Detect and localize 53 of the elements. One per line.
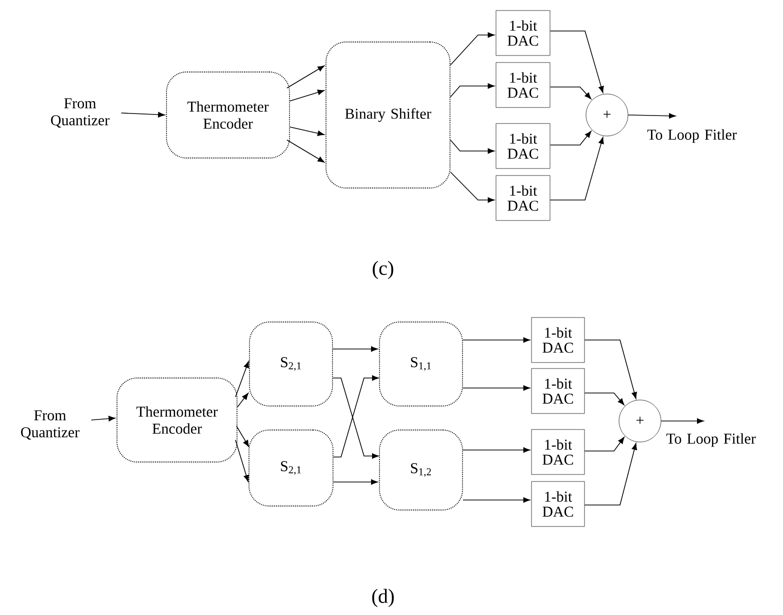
arrow [90, 416, 116, 422]
dac-box: 1-bit DAC [496, 123, 550, 169]
summing-junction: + [586, 94, 628, 136]
dac-box: 1-bit DAC [496, 62, 550, 108]
arrow [236, 426, 250, 447]
arrow [584, 340, 637, 399]
arrow [550, 30, 604, 93]
dac-box: 1-bit DAC [496, 175, 550, 221]
arrow [550, 86, 592, 100]
arrow [628, 113, 676, 119]
arrow [584, 392, 624, 406]
dac-box: 1-bit DAC [531, 429, 585, 475]
arrow [332, 346, 378, 352]
dac-box: 1-bit DAC [496, 10, 550, 56]
arrow [462, 497, 530, 503]
arrow [235, 361, 249, 398]
arrow [450, 140, 495, 154]
dac-box: 1-bit DAC [531, 481, 585, 527]
arrow [450, 32, 495, 66]
output-label: To Loop Fitler [666, 433, 756, 447]
input-label: From Quantizer [51, 98, 110, 128]
shifter-box: Binary Shifter [326, 42, 450, 188]
switch-box: S$_{1,1}$ [379, 322, 463, 406]
encoder-box: Thermometer Encoder [166, 72, 290, 158]
arrow [120, 112, 165, 118]
arrow [290, 126, 324, 136]
arrow [550, 137, 604, 200]
switch-box: S$_{2,1}$ [248, 430, 334, 506]
arrow [286, 65, 325, 88]
encoder-box: Thermometer Encoder [116, 378, 238, 462]
arrow [660, 418, 704, 424]
switch-box: S$_{1,2}$ [379, 430, 463, 510]
arrow [584, 436, 624, 452]
dac-box: 1-bit DAC [531, 368, 585, 414]
dac-box: 1-bit DAC [531, 317, 585, 363]
arrow [290, 90, 324, 102]
figure-label: (c) [372, 260, 394, 280]
arrow [550, 130, 592, 146]
summing-junction: + [618, 400, 662, 442]
arrow [462, 337, 530, 343]
arrow [450, 83, 495, 98]
arrow [333, 479, 378, 485]
arrow [286, 140, 325, 163]
switch-box: S$_{2,1}$ [249, 322, 333, 406]
arrow [462, 385, 530, 391]
output-label: To Loop Fitler [647, 129, 737, 143]
input-label: From Quantizer [21, 410, 80, 440]
arrow [237, 392, 248, 408]
arrow [235, 440, 249, 482]
arrow [584, 443, 638, 506]
arrow [462, 447, 530, 453]
arrow [450, 172, 495, 203]
figure-label: (d) [372, 588, 394, 608]
